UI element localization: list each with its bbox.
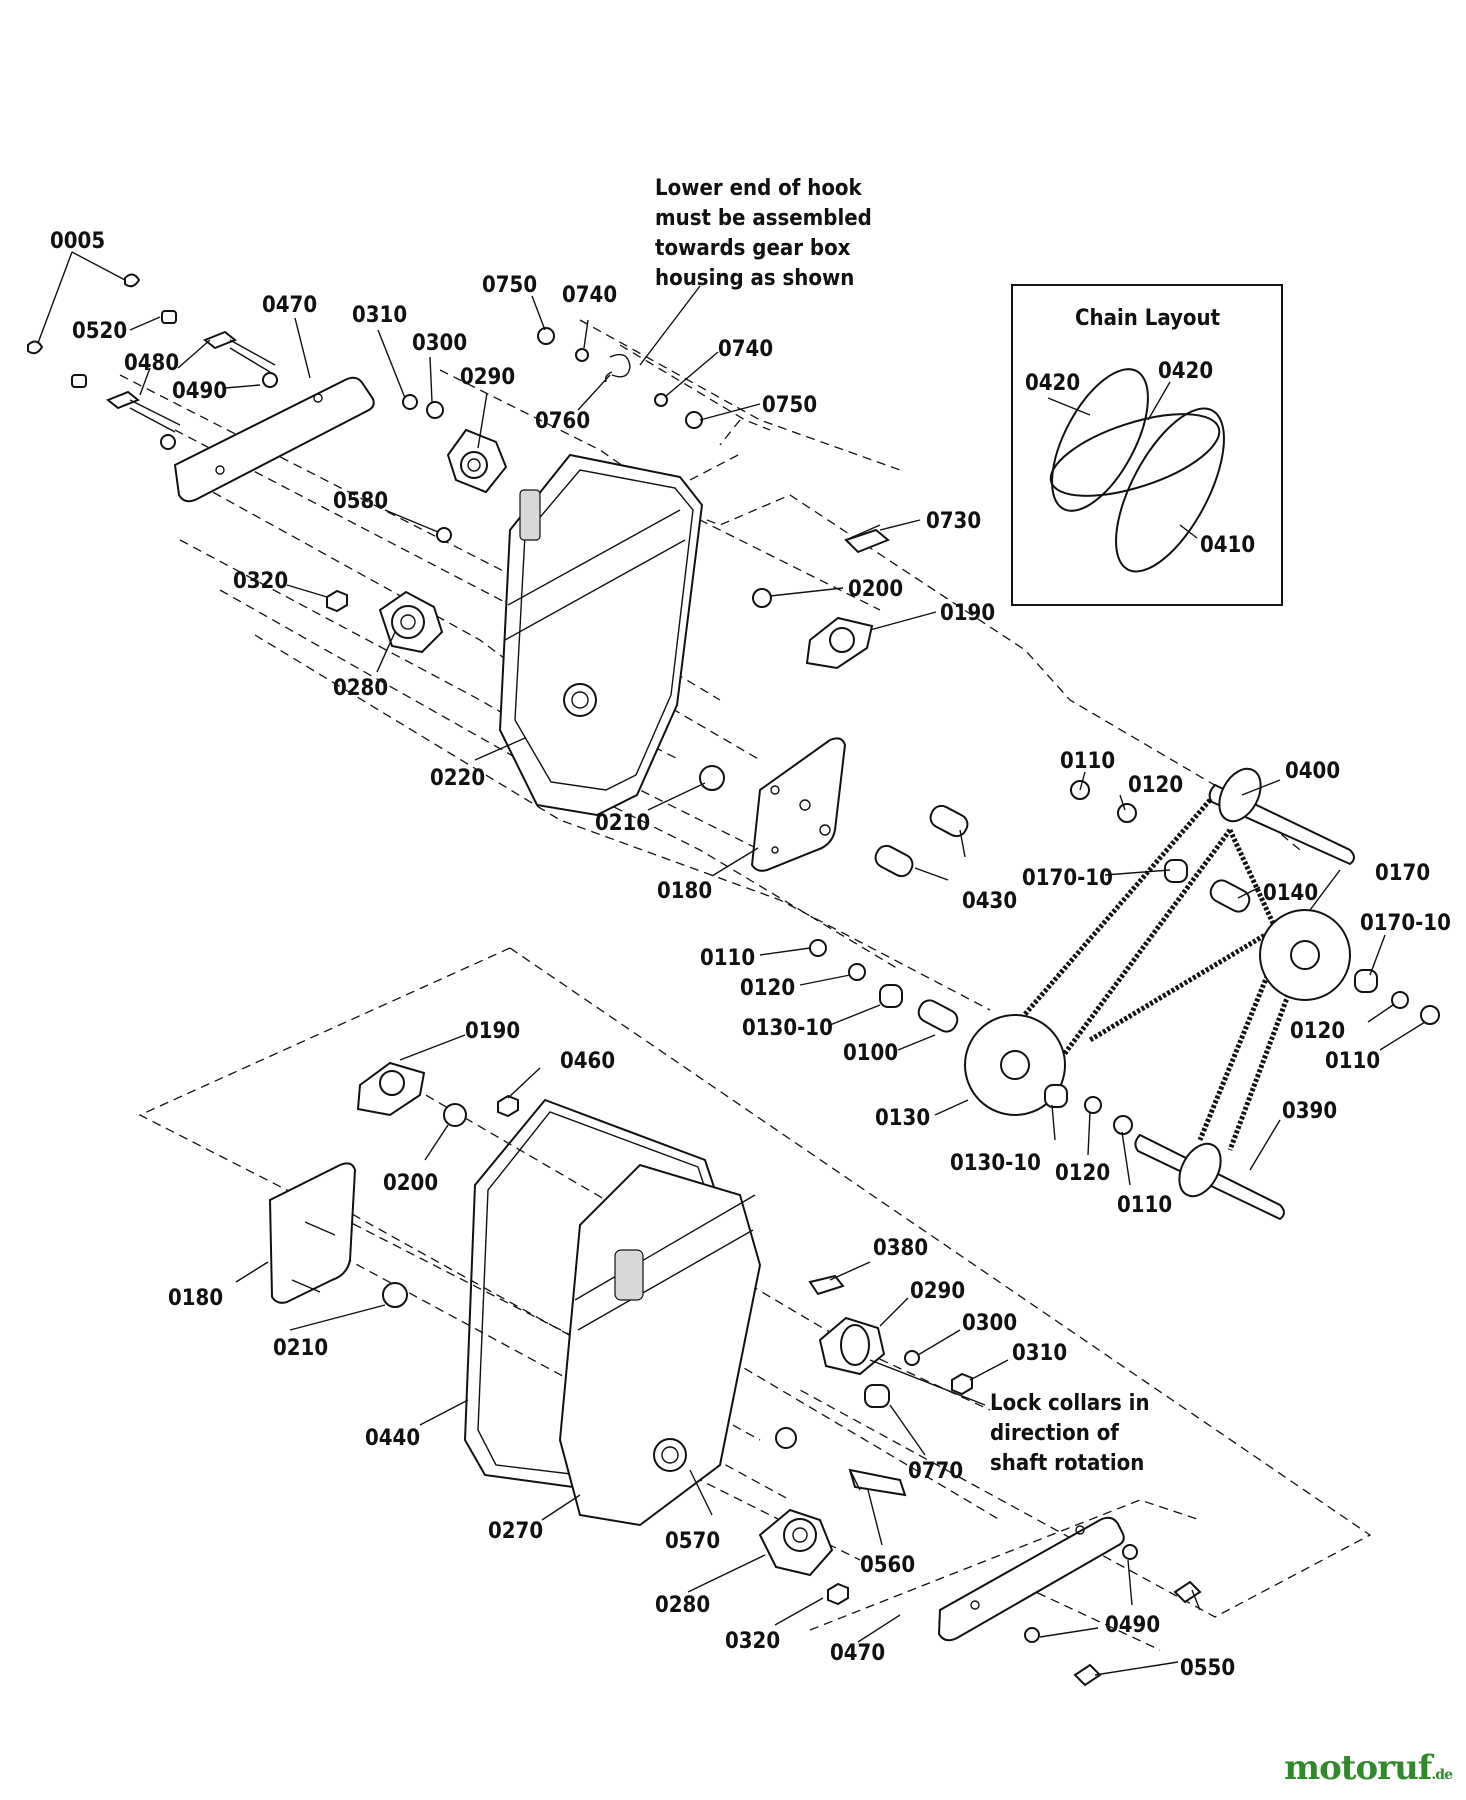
label-0320: 0320 xyxy=(233,569,288,594)
label-0310: 0310 xyxy=(352,303,407,328)
label-0750: 0750 xyxy=(482,273,537,298)
label-0120b: 0120 xyxy=(740,976,795,1001)
svg-text:Lower end of hook: Lower end of hook xyxy=(655,176,863,201)
label-0420b: 0420 xyxy=(1158,359,1213,384)
label-0270: 0270 xyxy=(488,1519,543,1544)
svg-text:towards gear box: towards gear box xyxy=(655,236,851,261)
label-0420: 0420 xyxy=(1025,371,1080,396)
label-0430: 0430 xyxy=(962,889,1017,914)
label-0410: 0410 xyxy=(1200,533,1255,558)
label-0130-10b: 0130-10 xyxy=(950,1151,1041,1176)
label-0440: 0440 xyxy=(365,1426,420,1451)
label-0560: 0560 xyxy=(860,1553,915,1578)
label-0550: 0550 xyxy=(1180,1656,1235,1681)
label-0220: 0220 xyxy=(430,766,485,791)
label-0290: 0290 xyxy=(460,365,515,390)
label-0380: 0380 xyxy=(873,1236,928,1261)
label-0490: 0490 xyxy=(172,379,227,404)
brand-logo: motoruf.de xyxy=(1284,1748,1453,1788)
label-0760: 0760 xyxy=(535,409,590,434)
label-0110d: 0110 xyxy=(1117,1193,1172,1218)
label-0110c: 0110 xyxy=(1325,1049,1380,1074)
label-0390: 0390 xyxy=(1282,1099,1337,1124)
label-0280: 0280 xyxy=(333,676,388,701)
label-0110: 0110 xyxy=(1060,749,1115,774)
label-0480: 0480 xyxy=(124,351,179,376)
lower-parts xyxy=(268,1061,1202,1687)
label-0460: 0460 xyxy=(560,1049,615,1074)
label-0490b: 0490 xyxy=(1105,1613,1160,1638)
label-0300: 0300 xyxy=(412,331,467,356)
label-0120: 0120 xyxy=(1128,773,1183,798)
label-0770: 0770 xyxy=(908,1459,963,1484)
label-0730: 0730 xyxy=(926,509,981,534)
label-0170-10: 0170-10 xyxy=(1022,866,1113,891)
label-0110b: 0110 xyxy=(700,946,755,971)
note-hook: Lower end of hook must be assembled towa… xyxy=(655,176,872,291)
label-0740b: 0740 xyxy=(718,337,773,362)
chain-layout-title: Chain Layout xyxy=(1075,306,1221,331)
label-0200: 0200 xyxy=(848,577,903,602)
part-labels: 0005 0520 0480 0490 0470 0310 0300 0290 … xyxy=(50,229,1451,1681)
chain-layout-box: Chain Layout xyxy=(1011,284,1283,606)
leader-lines xyxy=(37,251,1426,1676)
svg-text:direction of: direction of xyxy=(990,1421,1119,1446)
label-0210: 0210 xyxy=(595,811,650,836)
label-0200b: 0200 xyxy=(383,1171,438,1196)
label-0310b: 0310 xyxy=(1012,1341,1067,1366)
label-0180: 0180 xyxy=(657,879,712,904)
label-0750b: 0750 xyxy=(762,393,817,418)
label-0170: 0170 xyxy=(1375,861,1430,886)
svg-text:shaft rotation: shaft rotation xyxy=(990,1451,1144,1476)
shaft-assembly xyxy=(809,767,1440,1221)
label-0520: 0520 xyxy=(72,319,127,344)
svg-text:must be assembled: must be assembled xyxy=(655,206,872,231)
label-0210b: 0210 xyxy=(273,1336,328,1361)
note-lock-collars: Lock collars in direction of shaft rotat… xyxy=(990,1391,1150,1476)
label-0280b: 0280 xyxy=(655,1593,710,1618)
label-0570: 0570 xyxy=(665,1529,720,1554)
label-0290b: 0290 xyxy=(910,1279,965,1304)
label-0120c: 0120 xyxy=(1290,1019,1345,1044)
label-0170-10b: 0170-10 xyxy=(1360,911,1451,936)
label-0140: 0140 xyxy=(1263,881,1318,906)
label-0300b: 0300 xyxy=(962,1311,1017,1336)
label-0190: 0190 xyxy=(940,601,995,626)
label-0190b: 0190 xyxy=(465,1019,520,1044)
label-0180b: 0180 xyxy=(168,1286,223,1311)
label-0400: 0400 xyxy=(1285,759,1340,784)
label-0130-10: 0130-10 xyxy=(742,1016,833,1041)
label-0580: 0580 xyxy=(333,489,388,514)
label-0320b: 0320 xyxy=(725,1629,780,1654)
label-0740: 0740 xyxy=(562,283,617,308)
label-0100: 0100 xyxy=(843,1041,898,1066)
label-0120d: 0120 xyxy=(1055,1161,1110,1186)
label-0130: 0130 xyxy=(875,1106,930,1131)
label-0005: 0005 xyxy=(50,229,105,254)
svg-text:housing as shown: housing as shown xyxy=(655,266,854,291)
upper-parts xyxy=(27,273,969,878)
svg-text:Lock collars in: Lock collars in xyxy=(990,1391,1150,1416)
label-0470b: 0470 xyxy=(830,1641,885,1666)
label-0470: 0470 xyxy=(262,293,317,318)
